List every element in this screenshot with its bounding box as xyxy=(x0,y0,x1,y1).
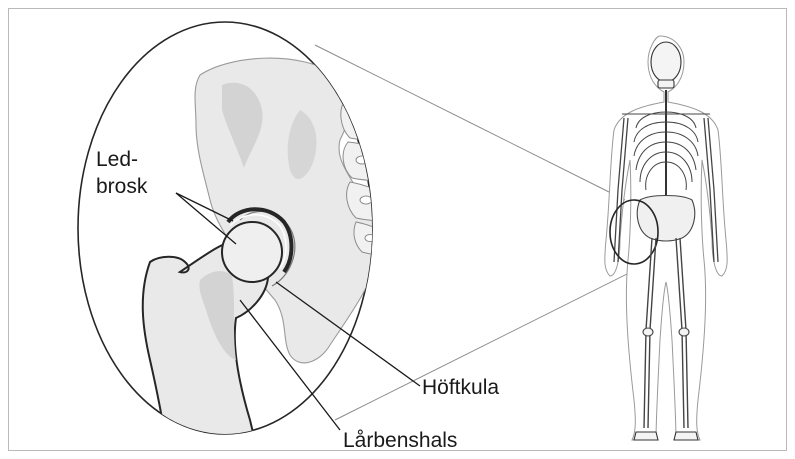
label-femoral-neck: Lårbenshals xyxy=(343,429,457,452)
figure-pelvis xyxy=(637,196,695,242)
label-femoral-head: Höftkula xyxy=(422,376,499,399)
label-cartilage-line2: brosk xyxy=(96,175,148,198)
skull xyxy=(651,42,681,82)
human-skeleton-figure xyxy=(605,36,727,440)
label-cartilage-line1: Led- xyxy=(96,148,138,171)
femoral-head xyxy=(222,222,282,282)
magnified-hip-view xyxy=(78,22,400,459)
